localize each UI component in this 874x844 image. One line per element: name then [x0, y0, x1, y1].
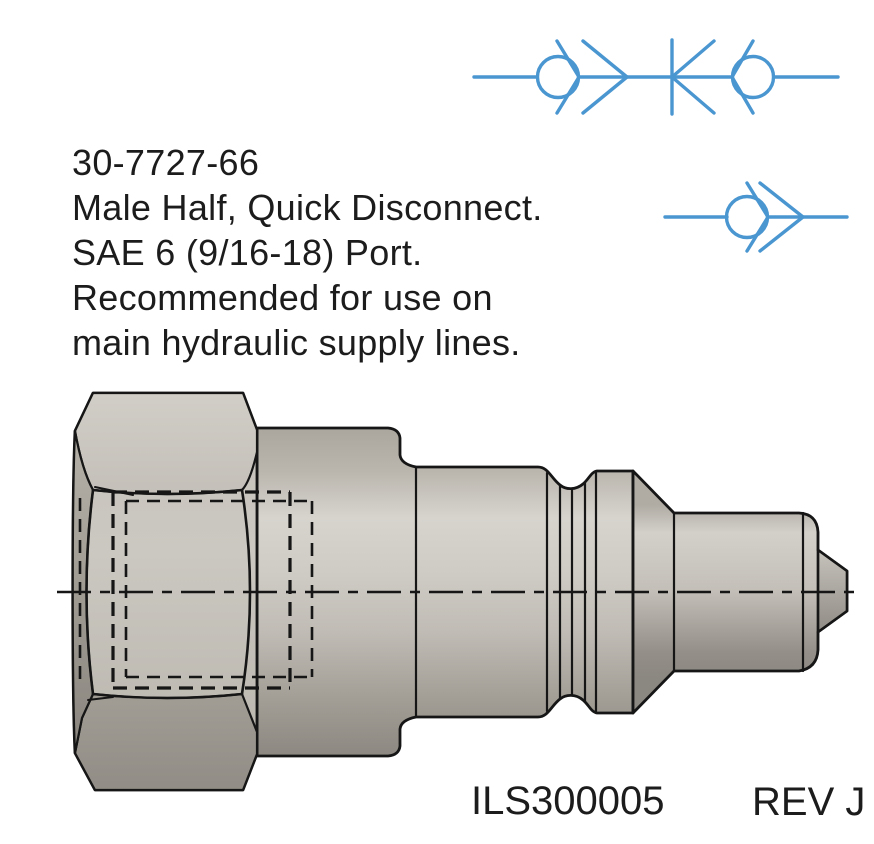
part-description: 30-7727-66 Male Half, Quick Disconnect. …	[72, 140, 543, 365]
quick-disconnect-coupled-symbol	[472, 38, 840, 116]
hex-bottom-face	[73, 692, 259, 792]
part-description-line: Recommended for use on	[72, 277, 493, 318]
hex-top-face	[73, 391, 259, 496]
hidden-thread-lines	[78, 490, 314, 690]
part-description-line: SAE 6 (9/16-18) Port.	[72, 232, 423, 273]
quick-disconnect-male-half-symbol	[663, 181, 849, 253]
part-number: 30-7727-66	[72, 142, 260, 183]
part-description-line: main hydraulic supply lines.	[72, 322, 521, 363]
revision-label: REV J	[752, 780, 866, 824]
part-description-line: Male Half, Quick Disconnect.	[72, 187, 543, 228]
fitting-drawing	[57, 391, 858, 792]
document-number: ILS300005	[471, 779, 665, 823]
